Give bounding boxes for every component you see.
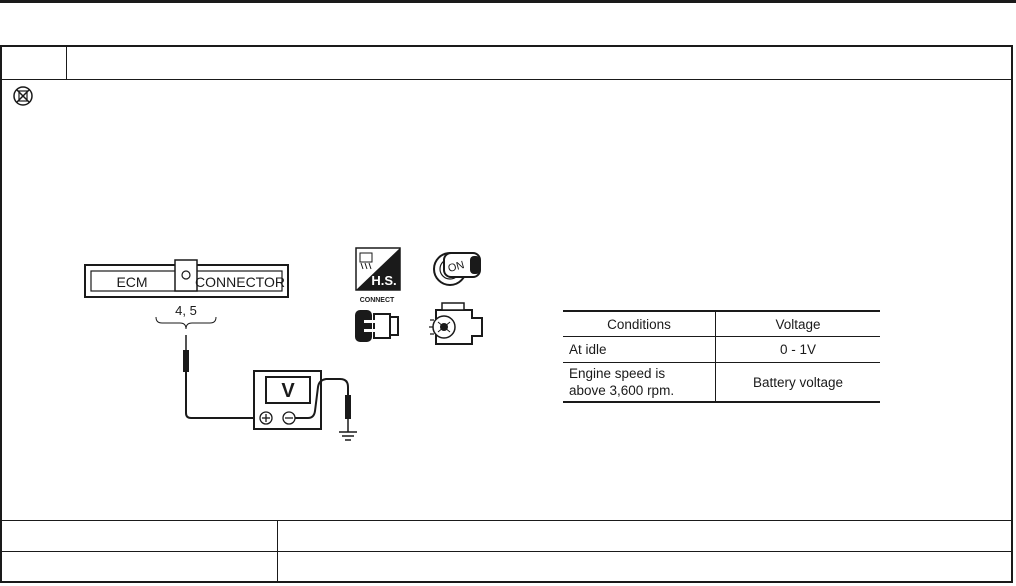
ignition-on-icon: ON [433, 252, 481, 286]
negative-lead [295, 378, 349, 419]
voltmeter-label: V [281, 380, 295, 402]
voltage-cell: Battery voltage [715, 362, 880, 403]
table-header-row: Conditions Voltage [563, 311, 880, 337]
voltage-header: Voltage [715, 311, 880, 337]
conditions-header: Conditions [563, 311, 716, 337]
table-row: At idle 0 - 1V [563, 336, 880, 363]
connector-label: CONNECTOR [195, 274, 285, 290]
condition-cell: At idle [563, 336, 716, 363]
wiring-diagram: ECM CONNECTOR 4, 5 V [84, 259, 357, 441]
connect-label: CONNECT [359, 297, 395, 304]
voltmeter: V [253, 370, 322, 430]
harness-side-icon: H.S. [355, 247, 401, 291]
result-divider [2, 520, 1013, 521]
condition-line: Engine speed is [569, 366, 666, 381]
ground-icon [339, 431, 357, 441]
no-operation-icon [13, 86, 33, 106]
condition-line: above 3,600 rpm. [569, 383, 675, 398]
terminal-numbers: 4, 5 [175, 303, 197, 318]
positive-lead [185, 372, 254, 419]
terminal-brace [155, 316, 217, 330]
connect-icon [355, 310, 399, 342]
on-label: ON [447, 259, 466, 275]
hs-label: H.S. [371, 273, 396, 288]
condition-cell: Engine speed is above 3,600 rpm. [563, 362, 716, 403]
top-rule [0, 0, 1016, 3]
header-divider [2, 79, 1013, 80]
engine-running-icon [429, 302, 483, 345]
positive-probe [183, 350, 189, 372]
ecm-label: ECM [116, 274, 147, 290]
table-row: Engine speed is above 3,600 rpm. Battery… [563, 362, 880, 403]
result-column-divider [277, 520, 278, 581]
ecm-connector: ECM CONNECTOR [84, 259, 289, 298]
negative-probe [345, 395, 351, 419]
voltage-spec-table: Conditions Voltage At idle 0 - 1V Engine… [563, 310, 880, 403]
procedure-frame [0, 45, 1013, 583]
result-row-divider [2, 551, 1013, 552]
step-number-divider [66, 47, 67, 79]
voltage-cell: 0 - 1V [715, 336, 880, 363]
